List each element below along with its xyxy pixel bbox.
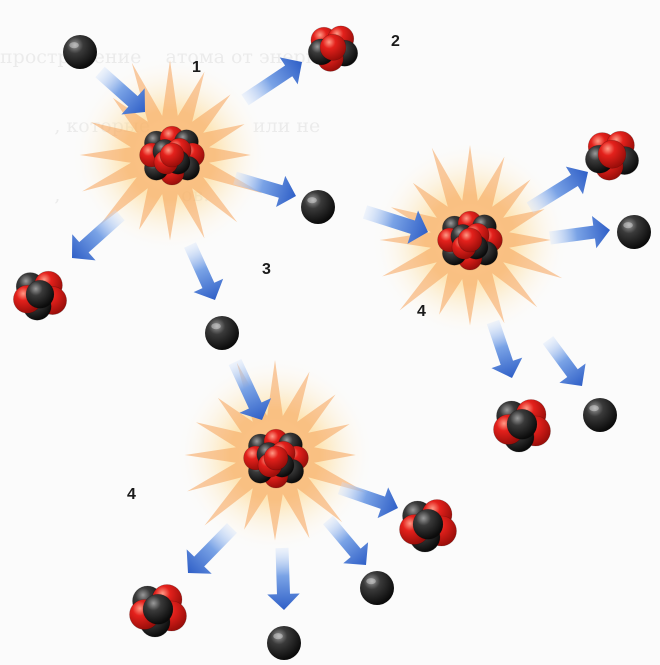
neutron-highlight [589, 405, 599, 411]
label-step-2: 2 [391, 33, 400, 50]
neutron-sphere [205, 316, 239, 350]
neutron-sphere [413, 509, 443, 539]
heavy-nucleus-3 [244, 429, 309, 488]
free-neutron [205, 316, 239, 350]
free-neutron [63, 35, 97, 69]
neutron-sphere [507, 409, 537, 439]
neutron-highlight [623, 222, 633, 228]
proton-sphere [160, 143, 184, 167]
proton-sphere [264, 446, 288, 470]
fragment-left [13, 271, 66, 320]
neutron-sphere [583, 398, 617, 432]
fragment-right-bottom [494, 400, 551, 453]
neutron-sphere [301, 190, 335, 224]
free-neutron [360, 571, 394, 605]
arrow-shape [535, 330, 595, 395]
burst-layer [70, 55, 570, 555]
neutron-highlight [211, 323, 221, 329]
neutron-sphere [267, 626, 301, 660]
neutron-sphere [617, 215, 651, 249]
fragment-right-top [585, 131, 638, 180]
proton-sphere [320, 34, 346, 60]
neutron-highlight [273, 633, 283, 639]
neutron-highlight [366, 578, 376, 584]
proton-sphere [458, 228, 482, 252]
fragment-bottom-left [130, 585, 187, 638]
proton-sphere [598, 140, 626, 168]
arrow-shape [266, 547, 300, 610]
free-neutron [301, 190, 335, 224]
neutron-highlight [307, 197, 317, 203]
label-step-1: 1 [192, 59, 201, 76]
fragment-2 [308, 26, 357, 72]
arrow-to-neutron-bottom [266, 547, 300, 610]
arrow-to-neutron-right-bottom [535, 330, 595, 395]
heavy-nucleus-2 [438, 211, 503, 270]
free-neutron [583, 398, 617, 432]
fragment-bottom-right [400, 500, 457, 553]
neutron-sphere [26, 280, 54, 308]
free-neutron [617, 215, 651, 249]
label-step-3: 3 [262, 261, 271, 278]
neutron-highlight [69, 42, 79, 48]
neutron-sphere [63, 35, 97, 69]
label-step-4-right: 4 [417, 303, 426, 320]
neutron-sphere [360, 571, 394, 605]
heavy-nucleus-1 [140, 126, 205, 185]
free-neutron [267, 626, 301, 660]
neutron-sphere [143, 594, 173, 624]
label-step-4-bottom: 4 [127, 486, 136, 503]
